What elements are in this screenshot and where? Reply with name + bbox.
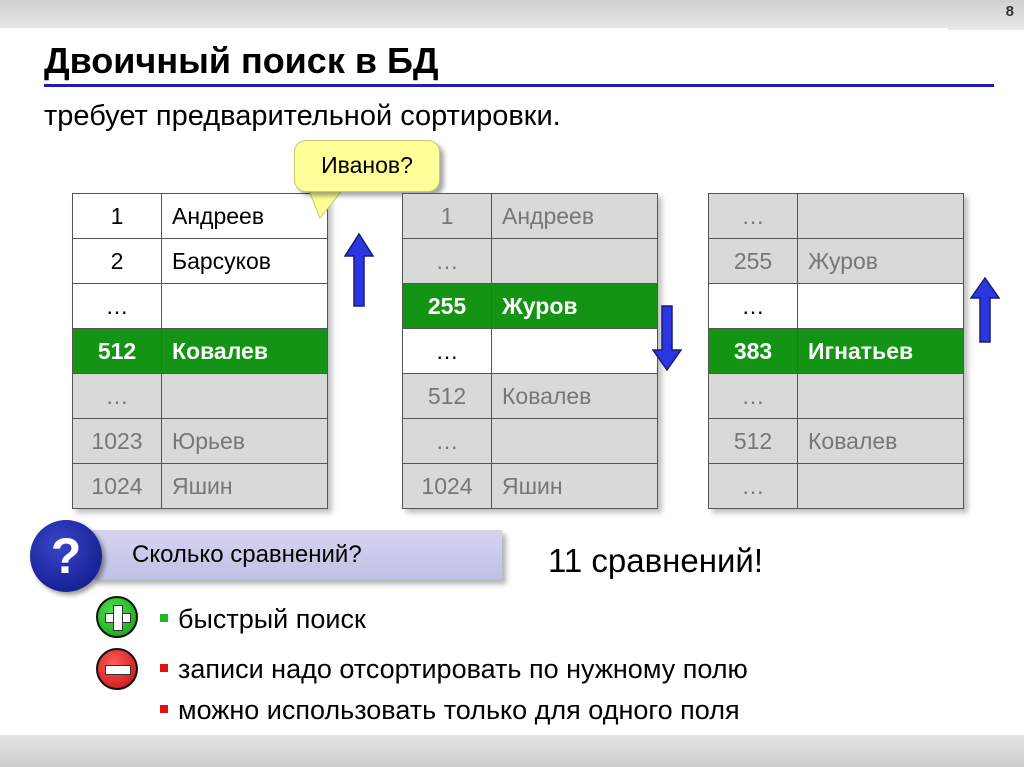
record-number-cell: 1024 <box>72 463 162 509</box>
record-name-cell <box>797 463 964 509</box>
top-bar-white-strip <box>0 28 948 36</box>
bullet-square-icon <box>160 704 168 713</box>
record-name-cell <box>491 418 658 464</box>
record-number-cell: … <box>708 463 798 509</box>
record-name-cell <box>797 283 964 329</box>
con-item-text: можно использовать только для одного пол… <box>178 695 740 725</box>
record-number-cell: … <box>402 328 492 374</box>
record-number-cell: 1 <box>402 193 492 239</box>
minus-icon <box>96 648 138 690</box>
table-row: … <box>402 328 658 374</box>
record-name-cell <box>797 373 964 419</box>
record-name-cell: Игнатьев <box>797 328 964 374</box>
record-number-cell: … <box>708 193 798 239</box>
record-name-cell: Ковалев <box>491 373 658 419</box>
record-number-cell: … <box>72 373 162 419</box>
table-row: … <box>72 373 328 419</box>
record-name-cell <box>161 373 328 419</box>
record-number-cell: 255 <box>708 238 798 284</box>
record-number-cell: … <box>708 283 798 329</box>
page-subtitle: требует предварительной сортировки. <box>44 100 561 132</box>
top-bar <box>0 0 1024 30</box>
record-name-cell: Журов <box>797 238 964 284</box>
record-number-cell: 1024 <box>402 463 492 509</box>
record-name-cell <box>491 328 658 374</box>
arrow-down-icon <box>652 305 682 372</box>
pro-item: быстрый поиск <box>160 604 366 635</box>
plus-icon <box>96 596 138 638</box>
con-item-text: записи надо отсортировать по нужному пол… <box>178 654 748 684</box>
record-name-cell <box>161 283 328 329</box>
question-icon: ? <box>30 520 102 592</box>
arrow-up-icon <box>970 276 1000 343</box>
record-name-cell: Яшин <box>161 463 328 509</box>
record-number-cell: 512 <box>708 418 798 464</box>
record-name-cell: Барсуков <box>161 238 328 284</box>
record-number-cell: … <box>402 238 492 284</box>
callout-tail <box>307 187 346 219</box>
record-name-cell: Ковалев <box>161 328 328 374</box>
page-title: Двоичный поиск в БД <box>44 40 439 81</box>
table-row: … <box>402 238 658 284</box>
record-number-cell: 512 <box>72 328 162 374</box>
table-row: … <box>708 283 964 329</box>
table-row: … <box>708 463 964 509</box>
record-number-cell: … <box>708 373 798 419</box>
record-number-cell: 255 <box>402 283 492 329</box>
table-row: … <box>72 283 328 329</box>
question-box: Сколько сравнений? <box>92 530 502 580</box>
bottom-bar <box>0 735 1024 767</box>
record-name-cell <box>797 193 964 239</box>
table-row: … <box>708 193 964 239</box>
arrow-up-icon <box>344 232 374 307</box>
record-number-cell: 1 <box>72 193 162 239</box>
record-name-cell <box>491 238 658 284</box>
con-item: можно использовать только для одного пол… <box>160 695 740 726</box>
con-item: записи надо отсортировать по нужному пол… <box>160 654 748 685</box>
answer-text: 11 сравнений! <box>548 542 763 579</box>
record-number-cell: 2 <box>72 238 162 284</box>
pro-item-text: быстрый поиск <box>178 604 366 634</box>
page-number: 8 <box>1005 3 1014 20</box>
record-number-cell: 512 <box>402 373 492 419</box>
record-number-cell: … <box>72 283 162 329</box>
record-number-cell: 383 <box>708 328 798 374</box>
table-row: … <box>402 418 658 464</box>
record-name-cell: Юрьев <box>161 418 328 464</box>
record-name-cell: Андреев <box>161 193 328 239</box>
record-name-cell: Андреев <box>491 193 658 239</box>
record-name-cell: Ковалев <box>797 418 964 464</box>
title-underline <box>44 84 994 87</box>
record-number-cell: … <box>402 418 492 464</box>
table-row: … <box>708 373 964 419</box>
record-number-cell: 1023 <box>72 418 162 464</box>
bullet-square-icon <box>160 613 168 622</box>
record-name-cell: Журов <box>491 283 658 329</box>
search-key-callout: Иванов? <box>294 140 440 192</box>
record-name-cell: Яшин <box>491 463 658 509</box>
bullet-square-icon <box>160 663 168 672</box>
